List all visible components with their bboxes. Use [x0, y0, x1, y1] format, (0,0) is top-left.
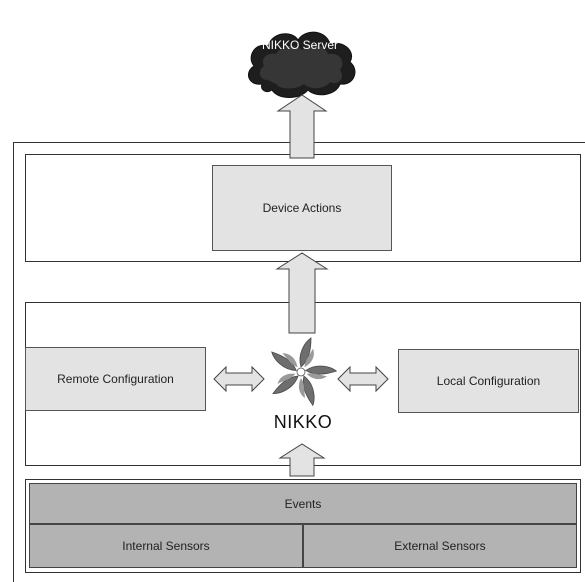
local-configuration-box: Local Configuration — [398, 349, 579, 413]
outer-frame-left — [13, 142, 14, 582]
bidirectional-arrow-local — [337, 365, 389, 393]
up-arrow-from-events — [278, 443, 326, 477]
local-configuration-label: Local Configuration — [436, 374, 541, 388]
up-arrow-to-actions — [275, 252, 329, 334]
bidirectional-arrow-remote — [213, 365, 265, 393]
internal-sensors-label: Internal Sensors — [122, 539, 210, 553]
cloud-label: NIKKO Server — [262, 38, 338, 52]
up-arrow-to-server — [276, 94, 328, 159]
device-actions-label: Device Actions — [262, 201, 342, 215]
cloud-icon — [247, 31, 356, 98]
events-box: Events — [29, 483, 577, 524]
internal-sensors-box: Internal Sensors — [29, 524, 303, 568]
nikko-logo-text: NIKKO — [273, 412, 333, 432]
device-actions-box: Device Actions — [212, 165, 392, 251]
remote-configuration-label: Remote Configuration — [57, 372, 174, 386]
events-label: Events — [284, 496, 322, 511]
remote-configuration-box: Remote Configuration — [25, 347, 206, 411]
external-sensors-label: External Sensors — [394, 539, 486, 553]
nikko-logo-icon — [271, 337, 338, 407]
external-sensors-box: External Sensors — [303, 524, 577, 568]
